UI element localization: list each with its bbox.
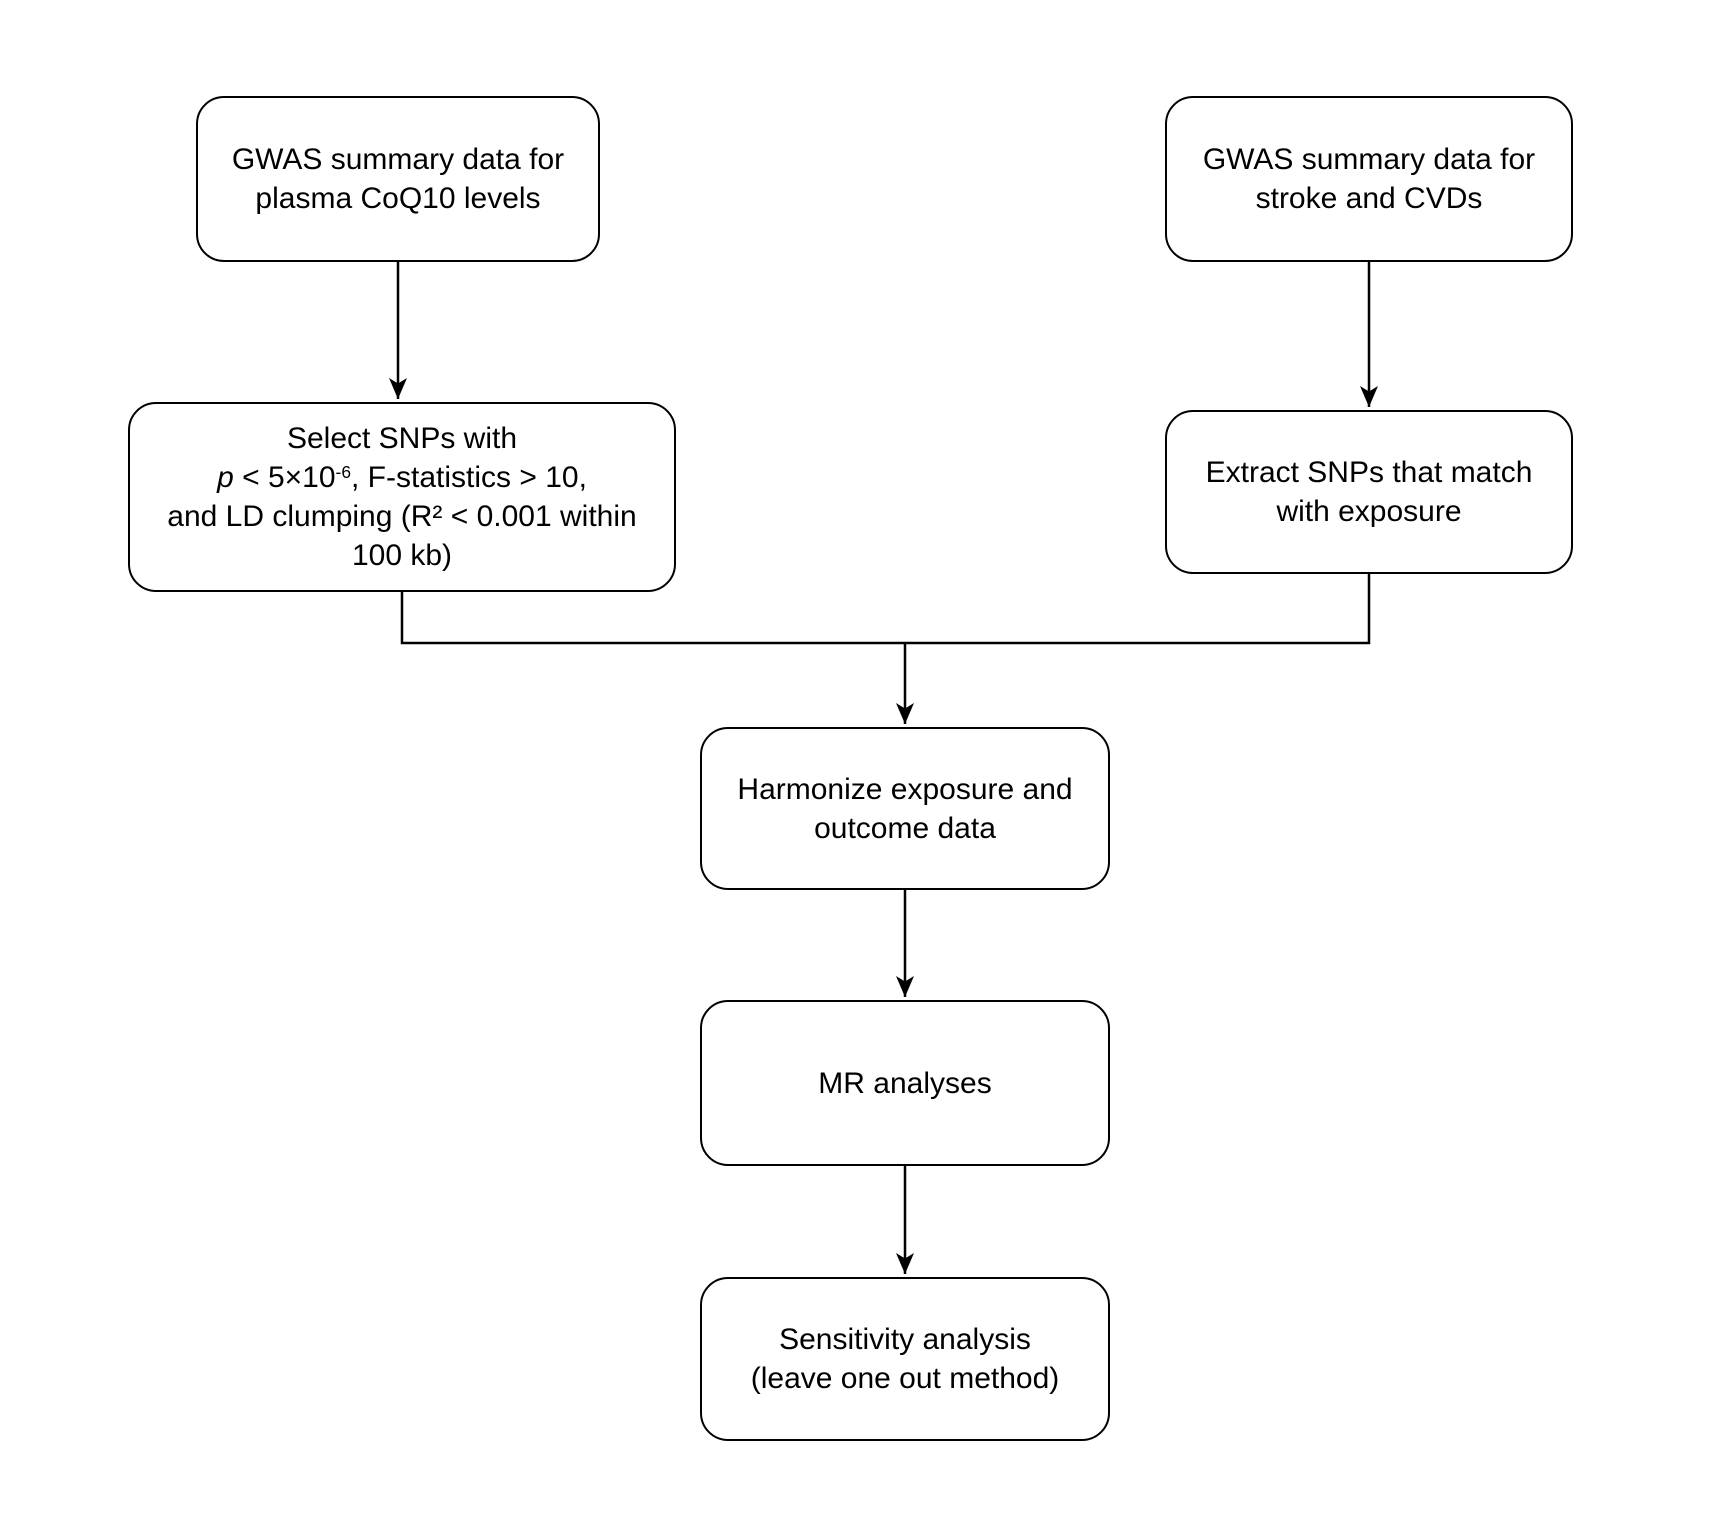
node-gwas-outcome-line1: GWAS summary data for: [1202, 143, 1536, 176]
node-gwas-exposure-line2: plasma CoQ10 levels: [255, 182, 541, 215]
node-gwas-outcome: GWAS summary data for stroke and CVDs: [1165, 96, 1573, 262]
p-threshold-text: < 5×10: [233, 461, 336, 494]
p-threshold-exponent: -6: [335, 462, 351, 483]
node-harmonize-line2: outcome data: [814, 811, 996, 845]
node-mr-analyses-line1: MR analyses: [818, 1066, 992, 1100]
connector-merge-elbow: [400, 574, 1371, 645]
node-sensitivity-line2: (leave one out method): [750, 1362, 1060, 1395]
node-gwas-exposure: GWAS summary data for plasma CoQ10 level…: [196, 96, 600, 262]
node-gwas-outcome-line2: stroke and CVDs: [1255, 182, 1483, 215]
node-select-snps-line1: Select SNPs with: [286, 422, 518, 455]
node-select-snps-line3: and LD clumping (R² < 0.001 within: [167, 500, 637, 533]
node-gwas-exposure-line1: GWAS summary data for: [231, 143, 565, 176]
p-value-symbol: p: [217, 461, 234, 494]
node-select-snps: Select SNPs with p < 5×10-6, F-statistic…: [128, 402, 676, 592]
node-sensitivity-line1: Sensitivity analysis: [779, 1323, 1031, 1356]
f-statistics-text: , F-statistics > 10,: [351, 461, 587, 494]
node-mr-analyses: MR analyses: [700, 1000, 1110, 1166]
node-sensitivity: Sensitivity analysis (leave one out meth…: [700, 1277, 1110, 1441]
node-extract-snps-line1: Extract SNPs that match: [1205, 456, 1533, 489]
node-harmonize-line1: Harmonize exposure and: [737, 772, 1073, 806]
node-select-snps-line2: p < 5×10-6, F-statistics > 10,: [217, 458, 587, 497]
node-select-snps-line4: 100 kb): [351, 539, 453, 572]
node-extract-snps-line2: with exposure: [1276, 495, 1462, 528]
node-harmonize: Harmonize exposure and outcome data: [700, 727, 1110, 890]
node-extract-snps: Extract SNPs that match with exposure: [1165, 410, 1573, 574]
